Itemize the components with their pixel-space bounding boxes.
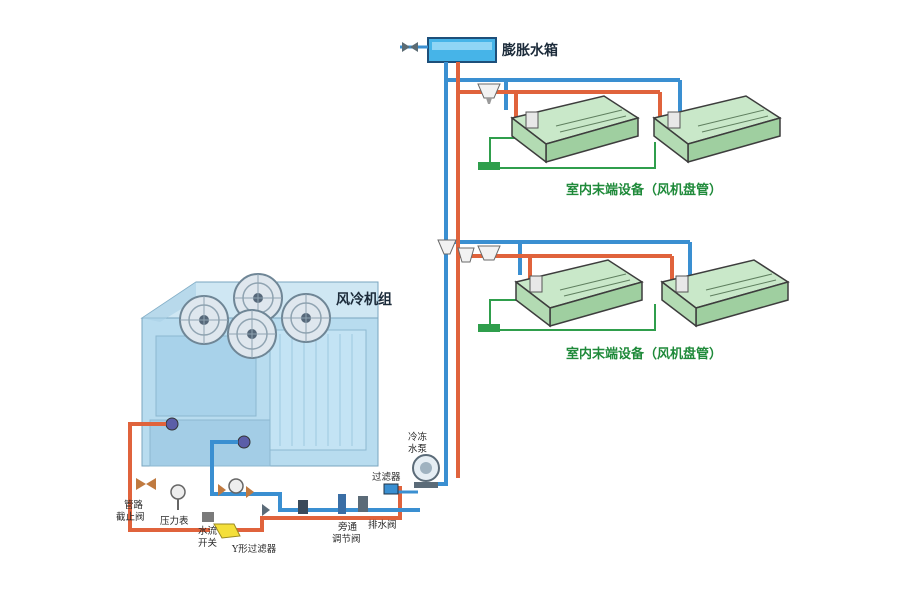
valve-icon (136, 478, 156, 490)
shutoff-valve-label: 管路 截止阀 (116, 499, 146, 523)
fan-coil-unit (514, 259, 644, 328)
indoor-unit-label-upper: 室内末端设备（风机盘管） (566, 182, 722, 198)
fan-coil-unit (652, 95, 782, 164)
pressure-gauge-icon (228, 478, 244, 494)
fan-icon (227, 309, 277, 359)
pump-label: 冷冻 水泵 (408, 431, 430, 455)
fan-icon (281, 293, 331, 343)
valve-icon (358, 496, 368, 512)
chiller-label: 风冷机组 (336, 291, 392, 308)
pressure-gauge-icon (170, 484, 186, 510)
tee-fitting-lower-a (437, 239, 457, 255)
filter-label: 过滤器 (372, 471, 401, 483)
fan-icon (179, 295, 229, 345)
y-filter-icon (213, 523, 241, 539)
tee-fitting-upper (477, 83, 501, 104)
valve-icon (298, 494, 346, 514)
indoor-unit-label-lower: 室内末端设备（风机盘管） (566, 346, 722, 362)
y-filter-icon (383, 483, 399, 495)
pressure-gauge-label: 压力表 (160, 515, 189, 527)
bypass-valve-label: 旁通 调节阀 (332, 521, 361, 545)
chiller-inlet-nozzle (237, 435, 251, 449)
expansion-tank-label: 膨胀水箱 (502, 42, 558, 59)
tank-valve-icon (402, 42, 418, 52)
flow-switch-icon (202, 512, 214, 522)
flow-switch-label: 水流 开关 (198, 525, 220, 549)
y-filter-label: Y形过滤器 (231, 543, 277, 555)
fan-coil-unit (510, 95, 640, 164)
chiller-outlet-nozzle (165, 417, 179, 431)
main-riser-return (444, 62, 692, 478)
bottom-supply-pipe (128, 422, 402, 532)
valve-icon (218, 484, 270, 516)
pump-icon (412, 454, 440, 488)
condensate-drain-lower (478, 299, 656, 332)
fan-coil-unit (660, 259, 790, 328)
tee-fitting-lower-b (457, 245, 501, 263)
drain-valve-label: 排水阀 (368, 519, 397, 531)
expansion-tank (400, 37, 497, 63)
